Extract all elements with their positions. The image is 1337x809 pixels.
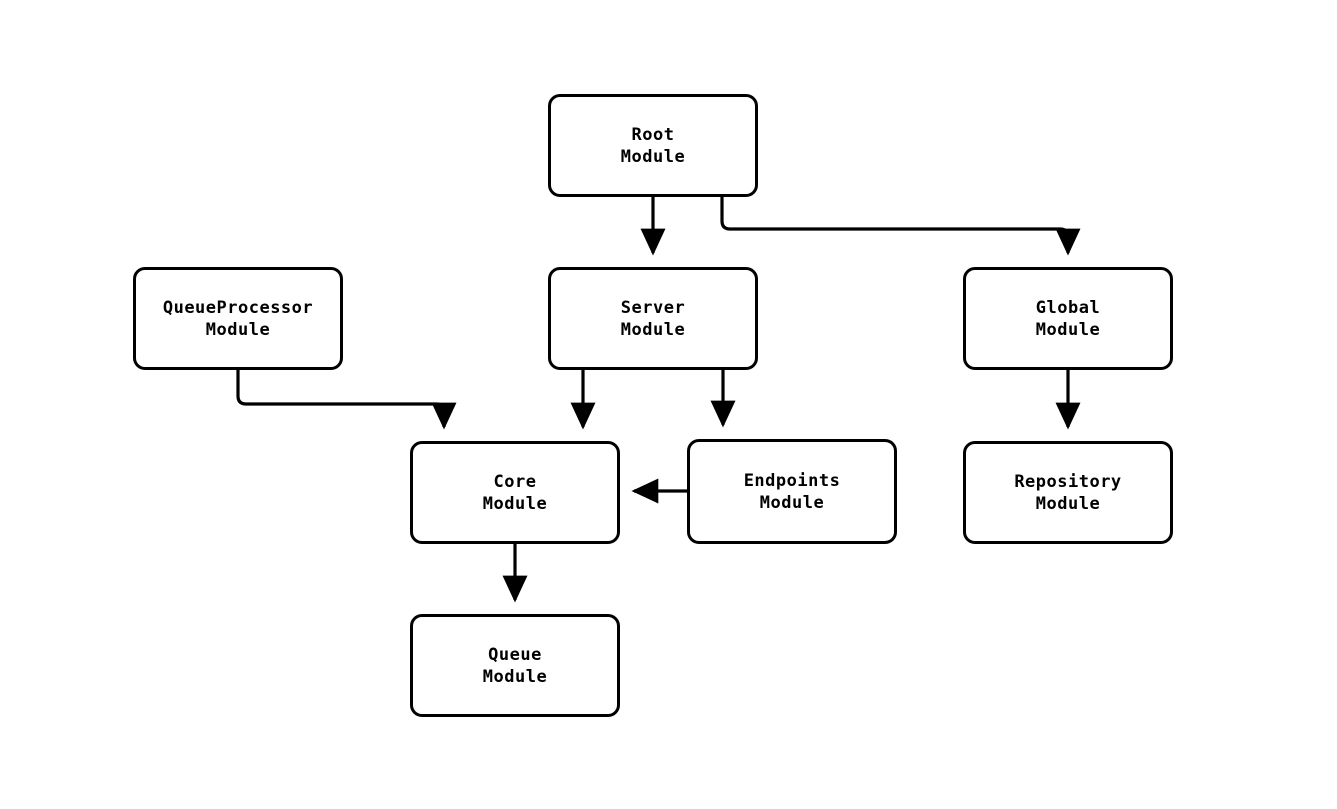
- node-endpoints-module[interactable]: Endpoints Module: [687, 439, 897, 544]
- edge-root-global: [720, 197, 1081, 256]
- node-queue-module-label: Queue Module: [482, 644, 548, 687]
- node-repository-module-label: Repository Module: [1014, 471, 1122, 514]
- edge-queueprocessor-core: [236, 370, 457, 430]
- node-global-module-label: Global Module: [1035, 297, 1101, 340]
- node-core-module-label: Core Module: [482, 471, 548, 514]
- node-root-module-label: Root Module: [620, 124, 686, 167]
- node-endpoints-module-label: Endpoints Module: [743, 470, 841, 513]
- node-queue-module[interactable]: Queue Module: [410, 614, 620, 717]
- node-global-module[interactable]: Global Module: [963, 267, 1173, 370]
- node-queueprocessor-module-label: QueueProcessor Module: [162, 297, 314, 340]
- node-queueprocessor-module[interactable]: QueueProcessor Module: [133, 267, 343, 370]
- node-server-module-label: Server Module: [620, 297, 686, 340]
- node-repository-module[interactable]: Repository Module: [963, 441, 1173, 544]
- node-root-module[interactable]: Root Module: [548, 94, 758, 197]
- node-core-module[interactable]: Core Module: [410, 441, 620, 544]
- node-server-module[interactable]: Server Module: [548, 267, 758, 370]
